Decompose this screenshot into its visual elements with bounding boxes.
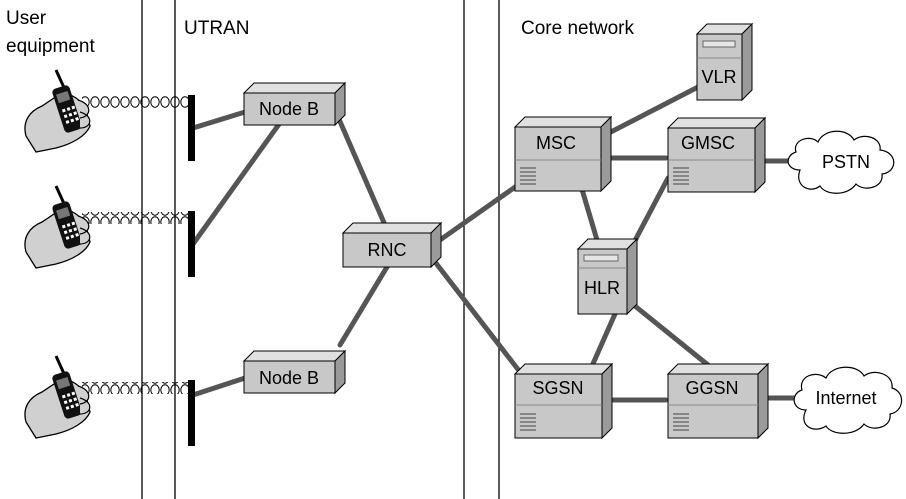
hlr-server: HLR <box>576 237 639 316</box>
mobile-phone-icon-3 <box>24 355 91 439</box>
network-links <box>190 83 800 403</box>
msc-label: MSC <box>536 133 576 153</box>
core-network-label: Core network <box>521 18 634 39</box>
utran-region <box>174 0 465 499</box>
user-equipment-label-line1: User <box>6 8 47 29</box>
msc-server: MSC <box>513 115 613 193</box>
antenna-mast-3 <box>188 380 195 446</box>
pstn-cloud: PSTN <box>787 130 895 194</box>
node-b-bottom-label: Node B <box>259 368 319 388</box>
node-b-top-label: Node B <box>259 99 319 119</box>
hlr-label: HLR <box>584 278 620 298</box>
rnc-box: RNC <box>341 221 443 269</box>
sgsn-server: SGSN <box>513 362 614 440</box>
rnc-label: RNC <box>368 240 407 260</box>
ggsn-server: GGSN <box>666 362 770 440</box>
mobile-phone-icon-2 <box>24 185 91 269</box>
core-network-region <box>498 0 500 499</box>
gmsc-server: GMSC <box>666 116 767 194</box>
antenna-mast-2 <box>188 211 195 277</box>
pstn-label: PSTN <box>822 152 870 172</box>
user-equipment-region <box>141 0 143 499</box>
radio-link-1 <box>82 96 188 108</box>
vlr-server: VLR <box>695 22 754 102</box>
internet-cloud: Internet <box>793 366 903 434</box>
sgsn-label: SGSN <box>532 378 583 398</box>
radio-link-2 <box>82 212 188 224</box>
radio-link-3 <box>82 382 188 394</box>
node-b-top-box: Node B <box>242 81 347 127</box>
gmsc-label: GMSC <box>681 133 735 153</box>
node-b-bottom-box: Node B <box>242 349 347 395</box>
antenna-masts <box>188 95 195 446</box>
user-equipment-label-line2: equipment <box>6 36 95 57</box>
utran-label: UTRAN <box>184 18 249 39</box>
mobile-phone-icon-1 <box>24 69 91 153</box>
internet-label: Internet <box>815 388 876 408</box>
vlr-label: VLR <box>701 67 736 87</box>
antenna-mast-1 <box>188 95 195 161</box>
ggsn-label: GGSN <box>685 378 738 398</box>
